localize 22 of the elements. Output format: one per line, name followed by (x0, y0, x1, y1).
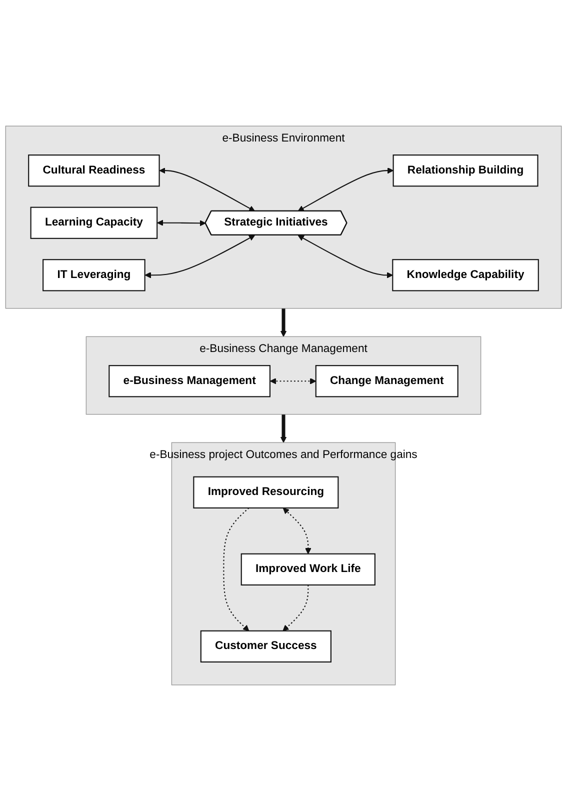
node-box: Learning Capacity (30, 206, 158, 239)
arrow (298, 167, 394, 212)
node-box: Change Management (315, 365, 458, 398)
arrow (298, 235, 393, 278)
arrow (270, 378, 316, 384)
arrow (144, 234, 256, 278)
arrow (157, 220, 206, 226)
arrow (280, 308, 287, 337)
arrow (223, 508, 250, 632)
node-box: Improved Work Life (240, 553, 376, 586)
node-box: Knowledge Capability (392, 259, 539, 292)
node-box: Relationship Building (392, 154, 538, 187)
node-box: e-Business Management (108, 365, 270, 398)
node-box: IT Leveraging (42, 259, 146, 292)
node-box: Cultural Readiness (28, 154, 160, 187)
arrow (159, 167, 256, 212)
node-box: Customer Success (200, 630, 332, 662)
arrow (280, 414, 287, 443)
arrow (282, 508, 312, 554)
node-label: e-Business project Outcomes and Performance gains (150, 448, 418, 461)
node-box: Improved Resourcing (193, 476, 339, 508)
arrow (282, 584, 309, 632)
